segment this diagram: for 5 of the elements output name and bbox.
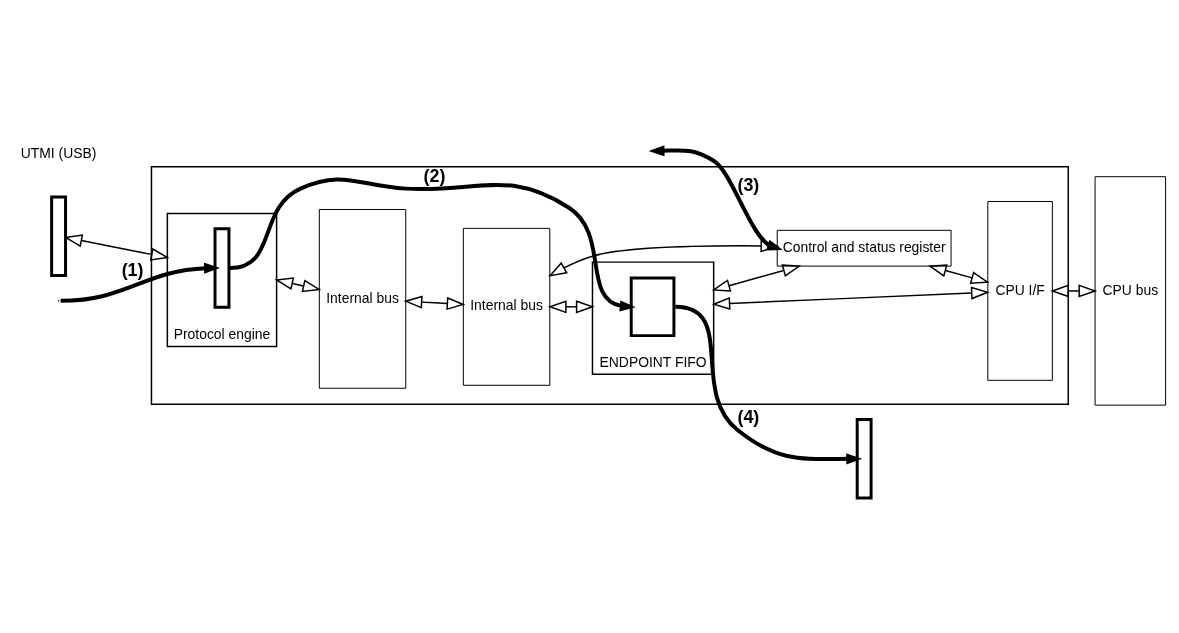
edge-label: (3) (737, 174, 760, 195)
edge-label: (1) (121, 259, 144, 280)
label: UTMI (USB) (20, 144, 97, 161)
edge-label: (2) (423, 165, 446, 186)
edge-label: (4) (737, 406, 760, 427)
